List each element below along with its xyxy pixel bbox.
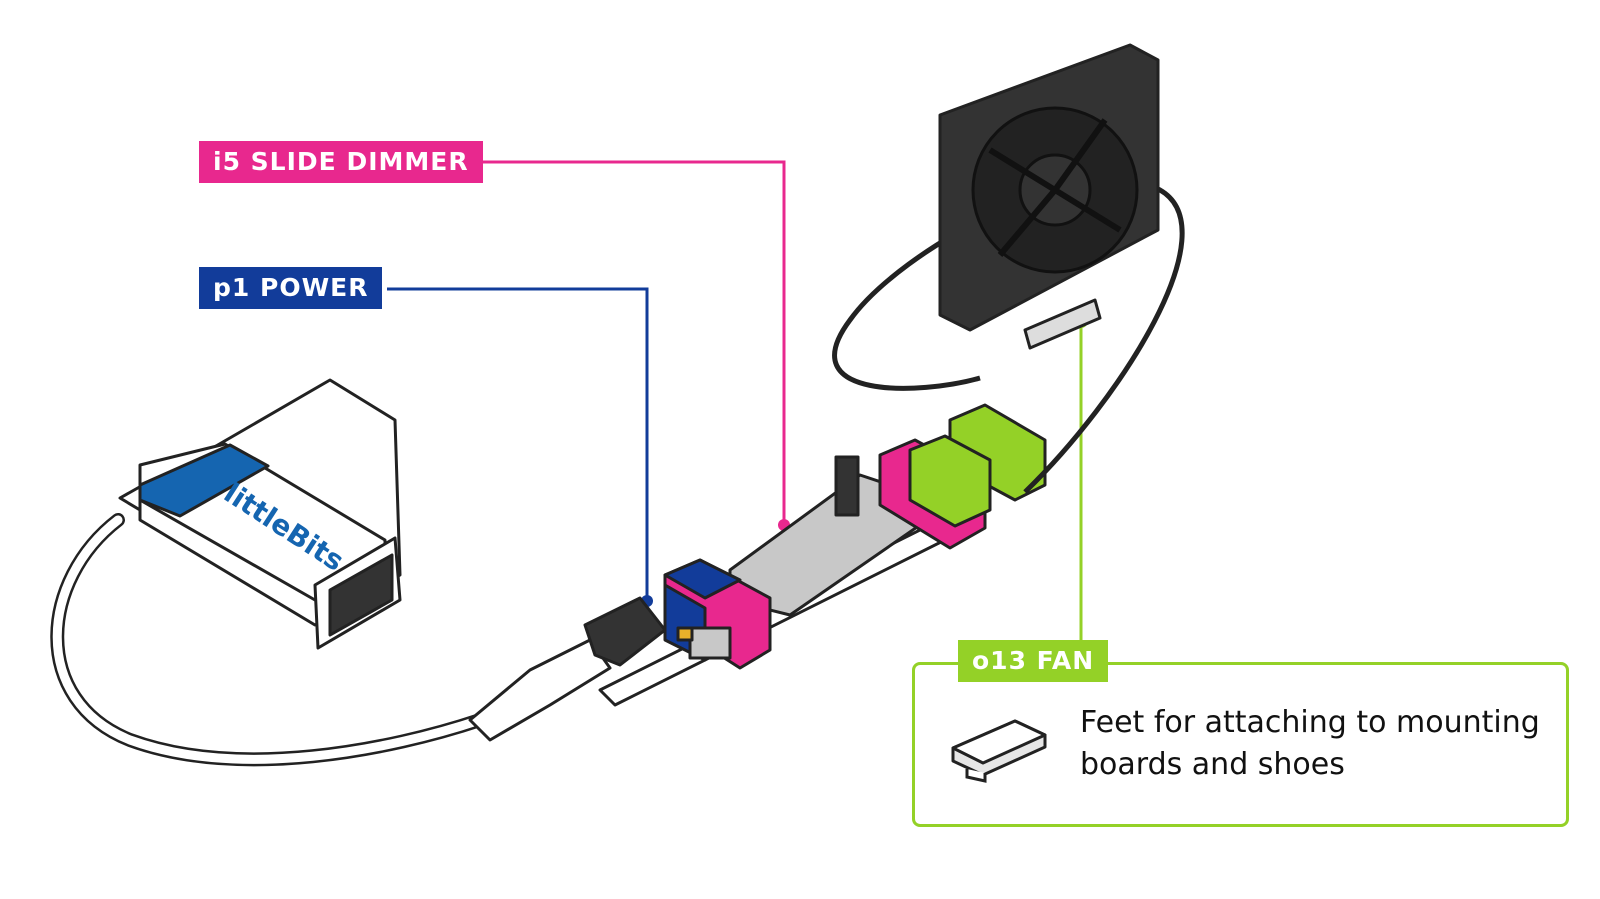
dimmer-leader-line — [474, 160, 786, 525]
battery-cable — [50, 513, 487, 767]
fan-housing — [938, 43, 1160, 350]
battery-9v — [118, 378, 402, 650]
power-label: p1 POWER — [199, 267, 383, 309]
fan-callout-box — [912, 662, 1569, 827]
power-leader-line — [387, 287, 649, 601]
power-jack-plug — [468, 596, 667, 742]
feet-description: Feet for attaching to mounting boards an… — [1080, 705, 1540, 782]
mounting-foot-icon — [951, 719, 1047, 783]
fan-label: o13 FAN — [958, 640, 1109, 682]
dimmer-label: i5 SLIDE DIMMER — [199, 141, 483, 183]
circuit-board — [598, 403, 1047, 707]
